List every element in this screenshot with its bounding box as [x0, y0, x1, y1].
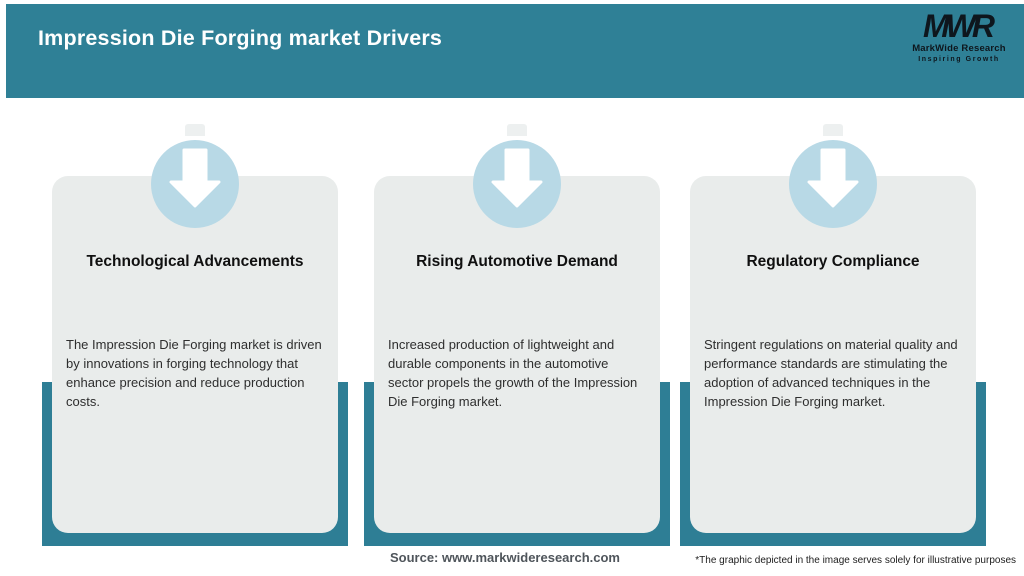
- source-text: Source: www.markwideresearch.com: [389, 550, 620, 565]
- logo-name: MarkWide Research: [912, 43, 1006, 54]
- card-body: Regulatory Compliance Stringent regulati…: [690, 176, 976, 533]
- header-bar: Impression Die Forging market Drivers MW…: [6, 4, 1024, 98]
- card-title: Technological Advancements: [86, 253, 304, 270]
- arrow-shaft-tab: [823, 124, 843, 136]
- page-title: Impression Die Forging market Drivers: [38, 26, 443, 50]
- card-body: Technological Advancements The Impressio…: [52, 176, 338, 533]
- mwr-logo-icon: MWR: [923, 8, 995, 44]
- card-title: Rising Automotive Demand: [416, 253, 618, 270]
- down-arrow-icon: [789, 140, 877, 228]
- card-title: Regulatory Compliance: [746, 253, 920, 270]
- driver-card-technological-advancements: Technological Advancements The Impressio…: [42, 124, 348, 546]
- disclaimer-text: *The graphic depicted in the image serve…: [695, 555, 1016, 566]
- card-description: Stringent regulations on material qualit…: [704, 337, 958, 409]
- card-body: Rising Automotive Demand Increased produ…: [374, 176, 660, 533]
- arrow-shaft-tab: [507, 124, 527, 136]
- arrow-shaft-tab: [185, 124, 205, 136]
- down-arrow-icon: [473, 140, 561, 228]
- markwide-logo: MWR MarkWide Research Inspiring Growth: [904, 10, 1014, 63]
- logo-tagline: Inspiring Growth: [918, 55, 1000, 63]
- card-description: The Impression Die Forging market is dri…: [66, 337, 322, 409]
- down-arrow-icon: [151, 140, 239, 228]
- card-description: Increased production of lightweight and …: [388, 337, 638, 409]
- driver-card-rising-automotive-demand: Rising Automotive Demand Increased produ…: [364, 124, 670, 546]
- driver-card-regulatory-compliance: Regulatory Compliance Stringent regulati…: [680, 124, 986, 546]
